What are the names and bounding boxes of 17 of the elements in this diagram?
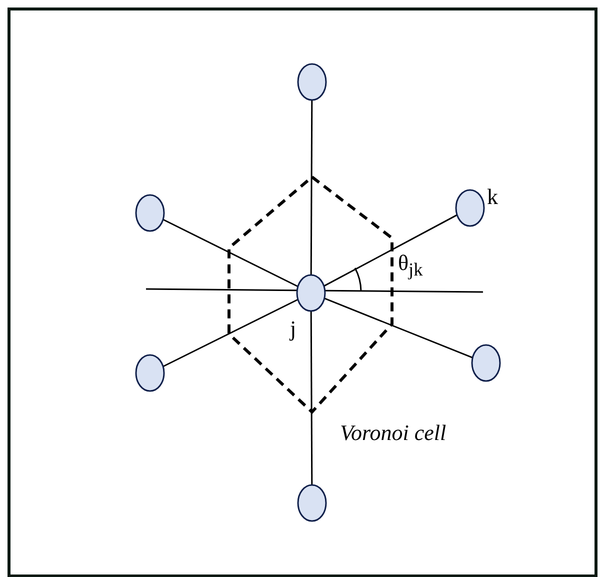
angle-label: θ$_{jk}$ [398, 252, 423, 279]
connector-line [162, 298, 298, 368]
cell-label: Voronoi cell [340, 422, 446, 444]
particle-ellipse [297, 63, 327, 101]
particle-ellipse [297, 484, 327, 522]
connector-line [310, 311, 313, 485]
particle-ellipse [471, 344, 501, 382]
particle-ellipse [135, 354, 165, 392]
connector-line [324, 298, 473, 358]
node-label: j [290, 318, 296, 340]
node-label: k [487, 186, 498, 208]
particle-ellipse [296, 274, 326, 312]
connector-line [324, 214, 458, 287]
particle-ellipse [455, 189, 485, 227]
particle-ellipse [135, 194, 165, 232]
connector-line [310, 100, 313, 275]
connector-line [162, 218, 298, 288]
